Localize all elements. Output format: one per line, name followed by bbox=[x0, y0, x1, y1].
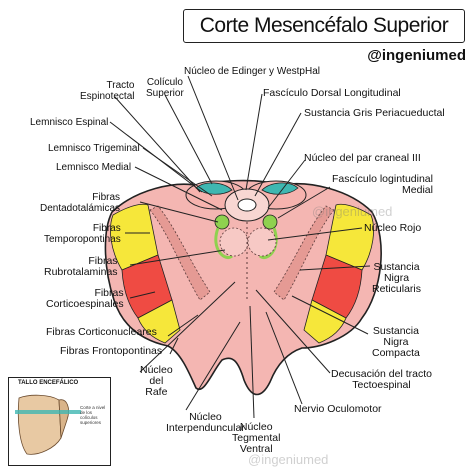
lemniscus-right bbox=[261, 182, 299, 195]
pointer-lines bbox=[109, 75, 371, 419]
author-handle: @ingeniumed bbox=[367, 47, 466, 64]
red-nucleus-right bbox=[247, 227, 277, 257]
title-box: Corte Mesencéfalo Superior bbox=[183, 9, 465, 43]
label-sustancia-nigra-compacta: Sustancia Nigra Compacta bbox=[372, 325, 420, 359]
label-fibras-temporopontinas: Fibras Temporopontinas bbox=[44, 223, 121, 245]
label-coliculo-superior: Colículo Superior bbox=[146, 77, 184, 99]
label-lemnisco-medial: Lemnisco Medial bbox=[56, 162, 132, 173]
label-sustancia-gris: Sustancia Gris Periacueductal bbox=[304, 107, 445, 119]
label-nucleo-rojo: Núcleo Rojo bbox=[364, 222, 422, 234]
label-fasciculo-dorsal: Fascículo Dorsal Longitudinal bbox=[263, 87, 401, 99]
red-nucleus-left bbox=[219, 227, 249, 257]
label-lemnisco-trigeminal: Lemnisco Trigeminal bbox=[48, 143, 140, 154]
watermark-bottom: @ingeniumed bbox=[248, 452, 329, 467]
label-fibras-rubrotalaminas: Fibras Rubrotalaminas bbox=[44, 255, 118, 278]
substantia-nigra-left bbox=[149, 205, 211, 301]
label-fibras-corticoespinales: Fibras Corticoespinales bbox=[46, 287, 124, 310]
label-nucleo-par-craneal: Núcleo del par craneal III bbox=[304, 152, 421, 164]
dentatothalamic-right bbox=[262, 214, 278, 230]
dentatothalamic-left bbox=[214, 214, 230, 230]
label-nucleo-interpenduncular: Núcleo Interpenduncular bbox=[166, 411, 245, 434]
label-sustancia-nigra-reticularis: Sustancia Nigra Reticularis bbox=[372, 261, 422, 295]
label-nucleo-tegmental: Núcleo Tegmental Ventral bbox=[232, 421, 281, 455]
label-fibras-dentadotalamicas: Fibras Dentadotalámicas bbox=[40, 192, 121, 214]
label-nucleo-edinger: Núcleo de Edinger y WestpHal bbox=[184, 66, 320, 77]
page-title: Corte Mesencéfalo Superior bbox=[199, 14, 449, 37]
rubrothalamic-fibers bbox=[214, 227, 278, 259]
brainstem-icon bbox=[15, 394, 81, 455]
substantia-nigra-right bbox=[273, 205, 335, 301]
label-decusacion: Decusación del tracto Tectoespinal bbox=[331, 368, 432, 391]
label-tracto-espinotectal: Tracto Espinotectal bbox=[80, 80, 135, 102]
inset-title: TALLO ENCEFÁLICO bbox=[18, 380, 79, 386]
aqueduct bbox=[237, 198, 257, 212]
watermark-top: @ingeniumed bbox=[312, 204, 393, 219]
label-lemnisco-espinal: Lemnisco Espinal bbox=[30, 117, 109, 128]
label-nucleo-rafe: Núcleo del Rafe bbox=[140, 364, 173, 398]
label-nervio-oculomotor: Nervio Oculomotor bbox=[294, 403, 382, 415]
yellow-band-left-lower bbox=[137, 299, 181, 344]
brainstem-inset bbox=[8, 377, 111, 466]
label-fasciculo-longitudinal-medial: Fascículo logintudinal Medial bbox=[332, 173, 433, 196]
label-fibras-corticonucleares: Fibras Corticonucleares bbox=[46, 326, 157, 338]
inset-note: Corte a nivel de los colículos superiore… bbox=[80, 405, 106, 425]
label-fibras-frontopontinas: Fibras Frontopontinas bbox=[60, 345, 163, 357]
